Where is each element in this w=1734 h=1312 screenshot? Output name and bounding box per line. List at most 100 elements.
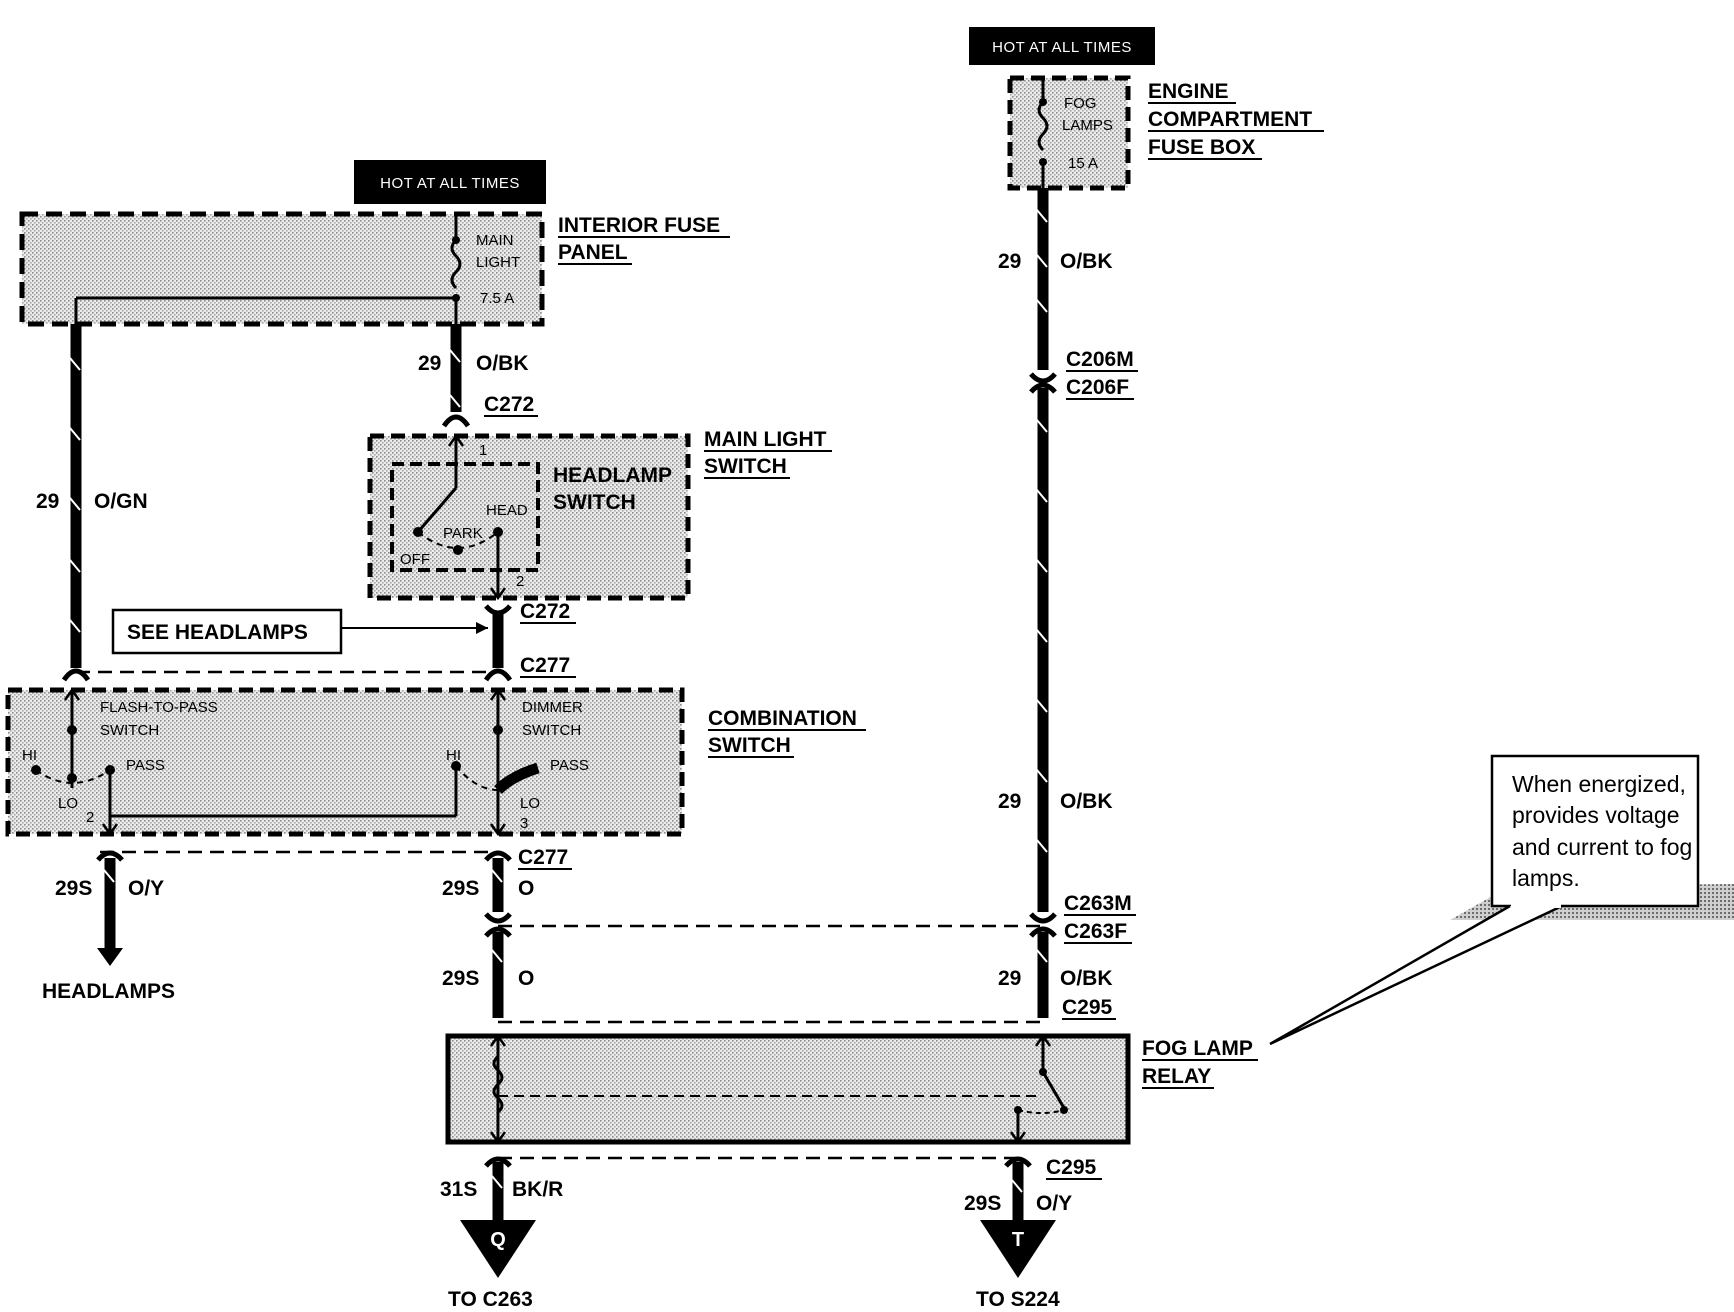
headlamp-switch-blade xyxy=(416,487,458,533)
wire-29-obk-fog-top-circuit: 29 xyxy=(998,250,1021,273)
dimmer-pass-label: PASS xyxy=(550,757,589,774)
main-light-switch: 1 HEAD PARK OFF 2 xyxy=(367,433,691,601)
connector-c277-top: C277 xyxy=(520,654,570,677)
connector-c206m: C206M xyxy=(1066,348,1134,371)
wire-29s-o-upper xyxy=(484,850,512,924)
wire-31s-bkr-color: BK/R xyxy=(512,1178,563,1201)
see-headlamps-box[interactable]: SEE HEADLAMPS xyxy=(111,608,343,655)
wire-29-obk-fog-mid-circuit: 29 xyxy=(998,790,1021,813)
comb-pin-2-label: 2 xyxy=(86,809,94,826)
hot-label-engine-text: HOT AT ALL TIMES xyxy=(992,39,1132,56)
headlamps-destination: HEADLAMPS xyxy=(42,980,175,1003)
position-head: HEAD xyxy=(486,502,528,519)
dimmer-switch-blade xyxy=(494,762,540,795)
main-light-switch-label-2: SWITCH xyxy=(704,455,787,478)
wire-29s-o-lower-color: O xyxy=(518,967,534,990)
connector-c272-bottom: C272 xyxy=(520,600,570,623)
flash-hi-label: HI xyxy=(22,747,37,764)
flash-to-pass-label-2: SWITCH xyxy=(100,722,159,739)
engine-fuse-box-label-2: COMPARTMENT xyxy=(1148,108,1312,131)
hot-label-engine: HOT AT ALL TIMES xyxy=(969,27,1155,65)
fuse-main-rating: 7.5 A xyxy=(480,290,514,307)
wire-29-obk-fog-low-circuit: 29 xyxy=(998,967,1021,990)
fuse-fog-rating: 15 A xyxy=(1068,155,1098,172)
headlamp-switch-label-2: SWITCH xyxy=(553,491,636,514)
fog-lamp-relay xyxy=(445,1033,1131,1145)
dimmer-hi-label: HI xyxy=(446,747,461,764)
wire-29s-o-upper-color: O xyxy=(518,877,534,900)
callout-line-1: When energized, xyxy=(1512,771,1686,797)
fog-lamp-relay-label-2: RELAY xyxy=(1142,1065,1211,1088)
wire-29-obk-fog-mid-color: O/BK xyxy=(1060,790,1113,813)
wire-29-obk-fog-top-color: O/BK xyxy=(1060,250,1113,273)
relay-callout: When energized, provides voltage and cur… xyxy=(1269,754,1734,1046)
wire-29s-o-upper-circuit: 29S xyxy=(442,877,479,900)
interior-fuse-panel-label-2: PANEL xyxy=(558,241,628,264)
q-terminal-destination: TO C263 xyxy=(448,1288,533,1311)
wire-29-obk-main-circuit: 29 xyxy=(418,352,441,375)
wire-29-obk-fog-low-color: O/BK xyxy=(1060,967,1113,990)
wire-31s-bkr: Q xyxy=(460,1156,536,1278)
fuse-main-label-2: LIGHT xyxy=(476,254,520,271)
relay-contact-blade xyxy=(1041,1071,1066,1109)
wire-29s-oy-right: T xyxy=(980,1156,1056,1278)
fog-lamp-relay-label-1: FOG LAMP xyxy=(1142,1037,1253,1060)
wire-29s-o-lower xyxy=(484,926,512,1018)
fuse-fog-lamps-icon xyxy=(1037,100,1049,152)
connector-c277-bottom: C277 xyxy=(518,846,568,869)
connector-c272-top: C272 xyxy=(484,393,534,416)
hot-label-interior-text: HOT AT ALL TIMES xyxy=(380,175,520,192)
dimmer-label-1: DIMMER xyxy=(522,699,583,716)
combination-switch: FLASH-TO-PASS SWITCH HI PASS LO 2 DIMMER… xyxy=(5,687,685,837)
wire-29s-oy-right-color: O/Y xyxy=(1036,1192,1072,1215)
t-terminal-destination: TO S224 xyxy=(976,1288,1060,1311)
connector-c206f: C206F xyxy=(1066,376,1129,399)
main-light-switch-label-1: MAIN LIGHT xyxy=(704,428,827,451)
comb-pin-3-label: 3 xyxy=(520,815,528,832)
fuse-fog-label-2: LAMPS xyxy=(1062,117,1113,134)
pin-2-label: 2 xyxy=(516,573,524,590)
see-headlamps-label: SEE HEADLAMPS xyxy=(127,621,308,644)
wire-29-ogn xyxy=(61,324,91,682)
flash-to-pass-label-1: FLASH-TO-PASS xyxy=(100,699,218,716)
combination-switch-label-1: COMBINATION xyxy=(708,707,857,730)
interior-fuse-panel: MAIN LIGHT 7.5 A xyxy=(19,211,545,327)
wire-31s-bkr-circuit: 31S xyxy=(440,1178,477,1201)
dimmer-lo-label: LO xyxy=(520,795,540,812)
flash-lo-label: LO xyxy=(58,795,78,812)
wire-29s-oy-left-circuit: 29S xyxy=(55,877,92,900)
engine-fuse-box: FOG LAMPS 15 A xyxy=(1007,75,1131,191)
callout-line-2: provides voltage xyxy=(1512,802,1680,828)
wire-29-ogn-circuit: 29 xyxy=(36,490,59,513)
connector-c263m: C263M xyxy=(1064,892,1132,915)
wire-29s-oy-left xyxy=(96,850,124,966)
position-park: PARK xyxy=(443,525,483,542)
dimmer-label-2: SWITCH xyxy=(522,722,581,739)
interior-fuse-panel-label-1: INTERIOR FUSE xyxy=(558,214,720,237)
pin-1-label: 1 xyxy=(479,442,487,459)
wire-29-obk-main xyxy=(441,324,471,428)
t-terminal-letter: T xyxy=(1012,1229,1024,1251)
engine-fuse-box-label-1: ENGINE xyxy=(1148,80,1229,103)
wire-29-obk-fog xyxy=(1029,188,1057,1018)
fuse-main-label-1: MAIN xyxy=(476,232,514,249)
t-terminal-icon xyxy=(980,1220,1056,1278)
hot-label-interior: HOT AT ALL TIMES xyxy=(354,160,546,204)
fuse-fog-label-1: FOG xyxy=(1064,95,1097,112)
connector-c272-c277-stub xyxy=(483,604,513,682)
combination-switch-label-2: SWITCH xyxy=(708,734,791,757)
wire-29-ogn-color: O/GN xyxy=(94,490,148,513)
wire-29s-oy-left-color: O/Y xyxy=(128,877,164,900)
q-terminal-icon xyxy=(460,1220,536,1278)
q-terminal-letter: Q xyxy=(490,1229,506,1251)
relay-coil-icon xyxy=(492,1054,504,1114)
connector-c263f: C263F xyxy=(1064,920,1127,943)
engine-fuse-box-label-3: FUSE BOX xyxy=(1148,136,1255,159)
headlamp-switch-label-1: HEADLAMP xyxy=(553,464,672,487)
connector-c295-top: C295 xyxy=(1062,996,1113,1019)
connector-c295-bottom: C295 xyxy=(1046,1156,1097,1179)
callout-line-3: and current to fog xyxy=(1512,834,1692,860)
callout-line-4: lamps. xyxy=(1512,865,1580,891)
wire-29s-oy-right-circuit: 29S xyxy=(964,1192,1001,1215)
